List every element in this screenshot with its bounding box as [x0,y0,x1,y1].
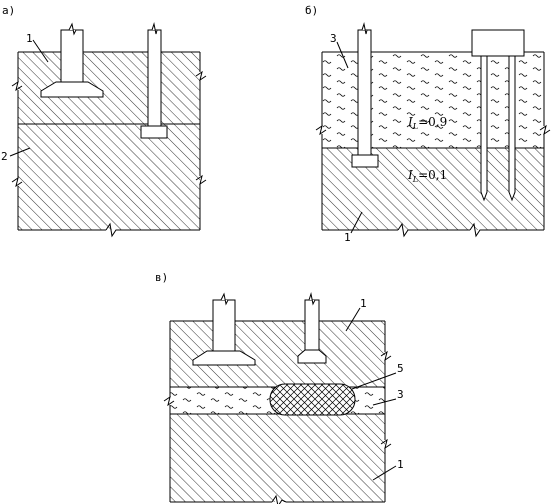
panel-a-footing [40,22,104,98]
panel-b-il-lower: IL=0,1 [407,168,447,184]
panel-b-il-upper: IL=0,9 [407,115,447,131]
panel-a-label: а) [2,4,15,17]
panel-c-label: в) [155,271,168,284]
panel-c: в) [155,271,404,504]
panel-a-lower-soil [18,124,200,230]
panel-a-label-2: 2 [1,150,8,163]
panel-b: б) IL=0,9 IL=0,1 [305,4,551,244]
panel-b-label: б) [305,4,318,17]
panel-c-lens [269,383,356,416]
panel-a: а) [1,4,207,238]
panel-c-lower-soil [170,414,385,502]
panel-b-label-1: 1 [344,231,351,244]
panel-b-label-3: 3 [330,32,337,45]
panel-c-footing-right [297,292,327,364]
panel-a-label-1: 1 [26,32,33,45]
panel-a-column [140,22,168,139]
panel-c-label-3: 3 [397,388,404,401]
panel-c-label-5: 5 [397,362,404,375]
panel-c-footing-left [192,292,256,366]
panel-b-pile-group [471,29,525,202]
panel-c-label-1-top: 1 [360,297,367,310]
panel-c-label-1-bottom: 1 [397,458,404,471]
panel-b-pile-left [351,22,379,168]
